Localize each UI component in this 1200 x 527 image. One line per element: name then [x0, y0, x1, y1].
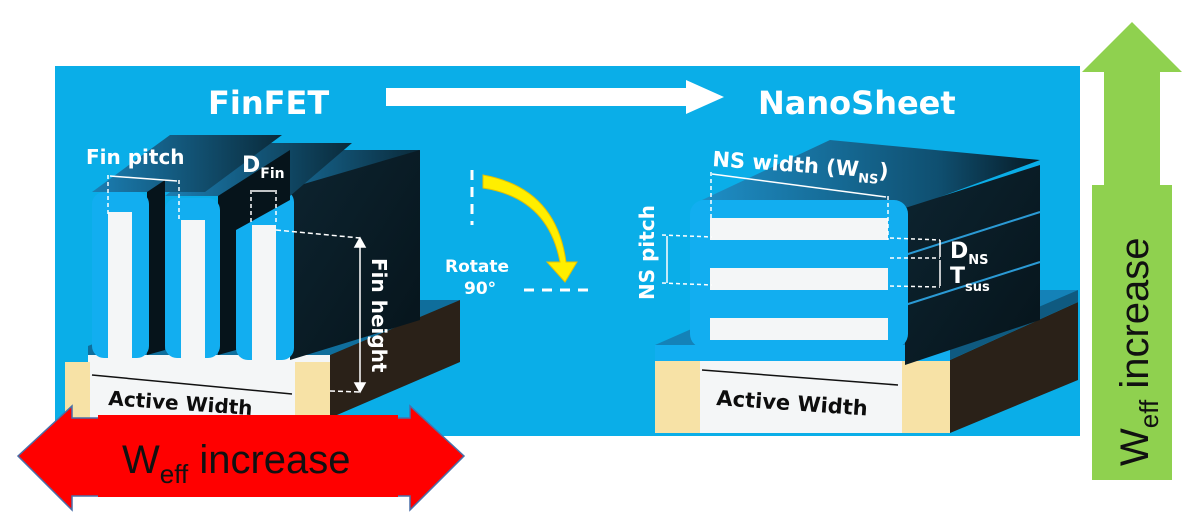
ns-stack-side: [905, 165, 1040, 365]
finfet-base-tan-right: [295, 362, 330, 418]
ns-base-front: [655, 360, 950, 433]
fin-3-side: [290, 150, 420, 360]
transition-arrow: [386, 80, 724, 114]
ns-sheet-1: [710, 218, 888, 240]
finfet-structure: Fin pitch DFin Fin height Active Width: [58, 135, 460, 420]
ns-sheet-2: [710, 268, 888, 290]
rotate-annotation: Rotate 90°: [445, 170, 590, 299]
dns-label: DNS: [950, 239, 989, 268]
fin-height-annotation: [275, 229, 367, 394]
nanosheet-structure: NS width (WNS) NS pitch DNS Tsus Active …: [635, 140, 1078, 433]
fin-pitch-label: Fin pitch: [86, 145, 185, 169]
fin-3-core: [252, 225, 276, 360]
ns-pitch-annotation: [661, 234, 713, 286]
dfin-annotation: [250, 190, 277, 225]
finfet-active-width-arrow: [91, 374, 293, 395]
rotate-arrow-icon: [482, 174, 578, 283]
fin-2-side: [218, 150, 290, 355]
weff-horizontal-arrow: Weff increase: [16, 404, 466, 512]
ns-base-tan-left: [655, 361, 700, 433]
fin-height-label: Fin height: [367, 258, 391, 373]
fin-1-side: [147, 180, 165, 355]
weff-vertical-arrow: Weff increase: [1082, 22, 1182, 480]
ns-sheet-3: [710, 318, 888, 340]
dfin-label: DFin: [242, 153, 285, 182]
rotate-label-line2: 90°: [464, 279, 496, 299]
ns-base-blue-strip: [655, 345, 950, 361]
rotate-label-line1: Rotate: [445, 257, 509, 277]
nanosheet-title: NanoSheet: [758, 84, 956, 122]
ns-base-side: [950, 302, 1078, 433]
dns-tsus-annotation: [889, 237, 941, 288]
weff-horizontal-label: Weff increase: [122, 438, 351, 489]
fin-pitch-annotation: [107, 175, 180, 220]
finfet-base-front: [65, 355, 330, 418]
ns-base-tan-right: [902, 361, 950, 433]
ns-pitch-label: NS pitch: [635, 205, 659, 300]
fin-2-core: [181, 220, 205, 358]
weff-vertical-label: Weff increase: [1113, 237, 1164, 466]
finfet-title: FinFET: [208, 84, 329, 122]
ns-active-width-arrow: [701, 369, 899, 386]
tsus-label: Tsus: [950, 264, 990, 295]
ns-width-annotation: [710, 172, 889, 240]
ns-stack-top: [702, 140, 1040, 208]
fin-1-core: [108, 212, 132, 358]
